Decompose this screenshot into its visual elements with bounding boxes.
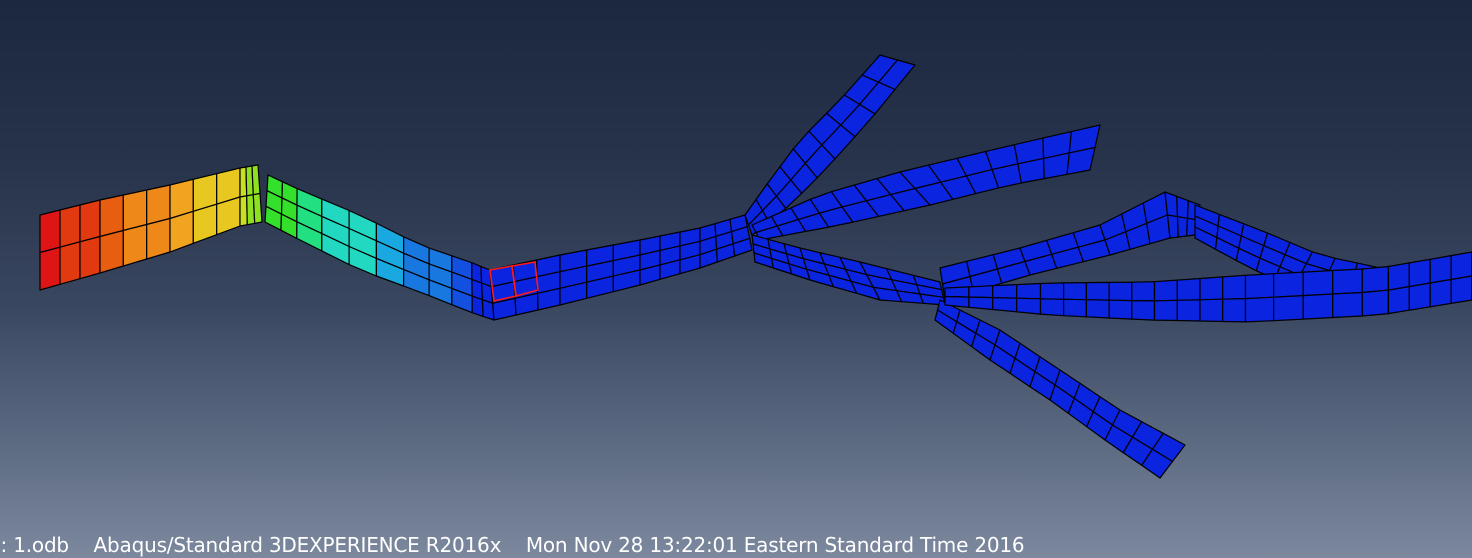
mesh-element[interactable] [1408,282,1431,311]
mesh-element[interactable] [1450,275,1472,304]
mesh-element[interactable] [1272,295,1304,322]
selected-elements [489,261,539,302]
branch-transition [264,174,495,321]
mesh-element[interactable] [1108,299,1133,320]
mesh-element[interactable] [1199,298,1224,323]
mesh-element[interactable] [1153,299,1178,322]
mesh-element[interactable] [1429,255,1452,284]
mesh-element[interactable] [99,194,124,238]
mesh-element[interactable] [146,184,171,226]
mesh-element[interactable] [1361,265,1390,294]
mesh-element[interactable] [1066,146,1096,175]
mesh-element[interactable] [992,297,1018,313]
mesh-element[interactable] [1244,296,1275,323]
mesh-element[interactable] [1085,299,1110,319]
mesh-element[interactable] [39,209,61,254]
mesh-element[interactable] [1361,289,1390,317]
mesh-element[interactable] [59,204,81,248]
mesh-element[interactable] [1302,293,1334,320]
mesh-element[interactable] [1015,297,1042,315]
trunk-main [489,214,753,321]
mesh-element[interactable] [122,223,148,267]
mesh-element[interactable] [732,237,753,257]
mesh-element[interactable] [79,235,101,280]
mesh-element[interactable] [216,196,241,236]
mesh-element[interactable] [1176,299,1201,322]
mesh-element[interactable] [1131,300,1156,321]
viewport-status-line: 3: 1.odb Abaqus/Standard 3DEXPERIENCE R2… [0,533,1025,557]
mesh-element[interactable] [1176,195,1189,219]
mesh-element[interactable] [146,217,171,260]
mesh-element[interactable] [1131,281,1156,302]
mesh-element[interactable] [1429,278,1452,308]
mesh-element[interactable] [1062,298,1088,318]
mesh-element[interactable] [1166,214,1179,239]
branch-lower-down [934,299,1186,479]
mesh-element[interactable] [944,295,970,308]
mesh-element[interactable] [1244,273,1275,300]
mesh-element[interactable] [992,284,1018,299]
mesh-element[interactable] [252,192,263,224]
branch-middle [751,124,1101,241]
mesh-element[interactable] [1068,124,1101,154]
mesh-element[interactable] [1272,271,1304,298]
mesh-element[interactable] [1332,291,1363,319]
trunk-lower [751,234,946,306]
mesh-element[interactable] [122,189,148,232]
mesh-element[interactable] [1039,298,1065,317]
mesh-element[interactable] [169,210,194,253]
mesh-element[interactable] [1302,269,1334,297]
mesh-element[interactable] [471,295,484,317]
mesh-element[interactable] [192,203,218,244]
mesh-element[interactable] [1164,191,1179,218]
mesh-element[interactable] [251,164,261,196]
mesh-element[interactable] [1222,298,1247,323]
mesh-element[interactable] [1039,282,1065,300]
mesh-element[interactable] [1387,262,1410,291]
mesh-element[interactable] [1153,279,1178,302]
mesh-element[interactable] [1085,281,1110,301]
mesh-element[interactable] [1176,277,1201,301]
mesh-element[interactable] [1332,268,1363,295]
mesh-layer [39,54,1472,479]
mesh-element[interactable] [1387,286,1410,315]
mesh-element[interactable] [1108,281,1133,302]
mesh-element[interactable] [1015,282,1042,300]
mesh-element[interactable] [39,246,61,291]
selected-element[interactable] [511,261,539,298]
mesh-element[interactable] [968,296,994,311]
mesh-element[interactable] [1176,216,1189,238]
mesh-element[interactable] [1222,274,1247,300]
mesh-element[interactable] [1450,251,1472,281]
mesh-element[interactable] [944,286,970,298]
mesh-element[interactable] [1408,258,1431,288]
mesh-element[interactable] [99,229,124,274]
mesh-element[interactable] [1141,448,1174,479]
mesh-element[interactable] [1062,282,1088,301]
branch-root-left [39,164,263,291]
mesh-element[interactable] [877,59,916,91]
branch-right-straight [944,251,1472,323]
mesh-element[interactable] [79,199,101,243]
mesh-element[interactable] [59,241,81,285]
mesh-element[interactable] [1199,276,1224,301]
mesh-element[interactable] [968,285,994,299]
